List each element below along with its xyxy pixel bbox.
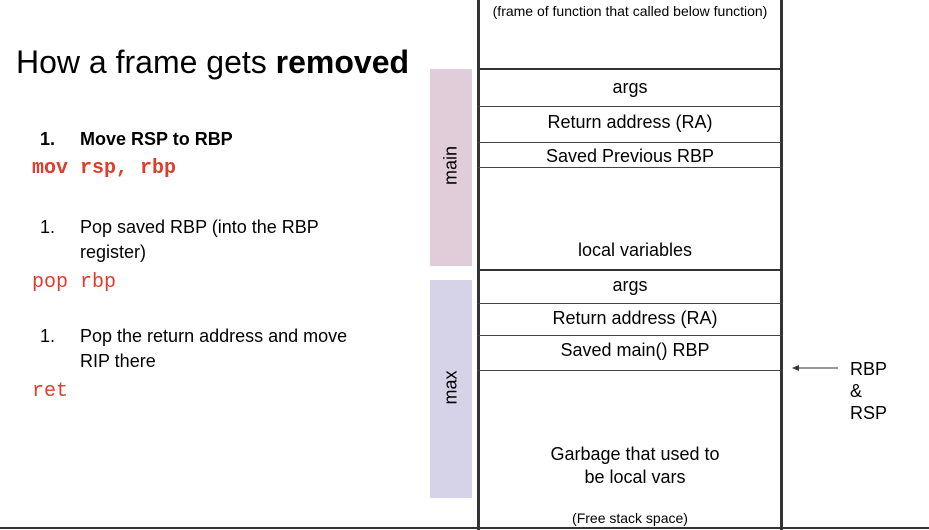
stack-divider: [477, 167, 783, 168]
stack-column: [477, 0, 783, 530]
step-3-code: ret: [32, 380, 69, 403]
main-args-cell: args: [612, 77, 648, 97]
main-frame-label: main: [440, 146, 461, 186]
step-2-code: pop rbp: [32, 271, 117, 294]
stack-divider: [477, 335, 783, 336]
stack-divider: [477, 106, 783, 107]
max-args-cell: args: [612, 275, 648, 295]
pointer-rbp-label: RBP: [850, 359, 888, 379]
stack-divider: [477, 370, 783, 371]
step-3-number: 1.: [40, 326, 56, 346]
pointer-rsp-label: RSP: [850, 403, 888, 423]
max-frame-label: max: [440, 370, 461, 405]
stack-divider: [477, 68, 783, 70]
step-3-text: Pop the return address and move RIP ther…: [80, 326, 348, 371]
stack-divider: [477, 269, 783, 271]
max-return-address-cell: Return address (RA): [552, 308, 718, 328]
garbage-cell: Garbage that used to be local vars: [550, 444, 720, 487]
slide-title: How a frame gets removed: [16, 44, 409, 81]
stack-divider: [477, 303, 783, 304]
step-1-code: mov rsp, rbp: [32, 157, 177, 180]
stack-divider: [477, 142, 783, 143]
title-prefix: How a frame gets: [16, 44, 276, 80]
title-bold: removed: [275, 44, 410, 80]
free-space-label: (Free stack space): [572, 510, 688, 526]
max-saved-rbp-cell: Saved main() RBP: [560, 340, 710, 360]
step-2-number: 1.: [40, 217, 56, 237]
pointer-arrow: [792, 365, 838, 371]
pointer-amp-label: &: [850, 381, 863, 401]
main-return-address-cell: Return address (RA): [547, 112, 713, 132]
step-1-number: 1.: [40, 129, 56, 149]
main-saved-rbp-cell: Saved Previous RBP: [545, 146, 715, 166]
step-1-text: Move RSP to RBP: [80, 129, 233, 149]
stack-top-note: (frame of function that called below fun…: [492, 3, 768, 19]
main-frame-bar: [430, 69, 472, 266]
step-2-text: Pop saved RBP (into the RBP register): [80, 217, 319, 262]
main-locals-cell: local variables: [577, 240, 693, 260]
max-frame-bar: [430, 280, 472, 498]
bottom-border: [0, 527, 929, 529]
